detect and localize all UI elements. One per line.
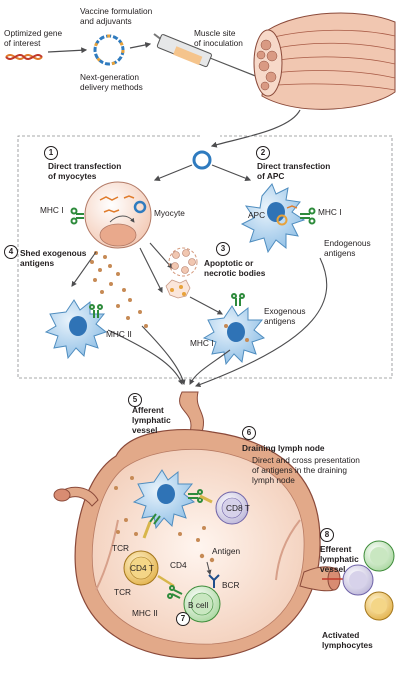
- label-mhc2-node: MHC II: [132, 608, 158, 618]
- plasmid-icon: [93, 34, 125, 66]
- mhc1-receptor-myocyte: [70, 207, 84, 225]
- bcr-receptor: [208, 574, 220, 588]
- myocyte-to-apoptotic-arrow: [149, 242, 173, 269]
- mhc2-receptor-left: [89, 304, 103, 318]
- label-antigen: Antigen: [212, 546, 241, 556]
- step-number-2: 2: [256, 146, 270, 160]
- shed-antigen-particles: [90, 251, 148, 328]
- plasmid-center-icon: [192, 150, 212, 170]
- label-tcr-bottom: TCR: [114, 587, 132, 597]
- mhc2-receptor-bcell: [167, 585, 183, 599]
- plasmid-to-apc-arrow: [211, 164, 252, 182]
- left-apc-to-vessel-arrow: [107, 329, 184, 386]
- cd8-tcr-contact: [199, 494, 213, 504]
- label-mhc1-right: MHC I: [190, 338, 214, 348]
- label-cd4t: CD4 T: [130, 563, 154, 573]
- label-exogenous: Exogenous antigens: [264, 306, 306, 326]
- cd4-t-cell: [123, 550, 159, 586]
- gene-to-plasmid-arrow: [47, 47, 88, 54]
- muscle-to-plasmid-arrow: [210, 109, 301, 148]
- mhc1-receptor-apc: [300, 207, 316, 225]
- afferent-lymphatic-vessel: [179, 391, 204, 433]
- node-mhc-receptors: [149, 489, 203, 525]
- cd8-t-cell: [215, 491, 249, 525]
- node-apc-cell: [132, 469, 196, 530]
- endogenous-to-vessel-arrow: [194, 257, 328, 388]
- apc-mhc2-cell: [44, 299, 108, 360]
- label-mhc2-left: MHC II: [106, 329, 132, 339]
- activated-lymphocyte-green: [363, 540, 395, 572]
- label-tcr-top: TCR: [112, 543, 130, 553]
- step-number-6: 6: [242, 426, 256, 440]
- plasmid-to-myocyte-arrow: [153, 164, 193, 181]
- b-cell: [183, 585, 221, 623]
- apoptotic-body: [168, 247, 198, 277]
- antigen-particles-node: [114, 476, 215, 563]
- left-vessel-stub: [53, 486, 99, 507]
- gene-icon: [5, 54, 43, 60]
- label-optimized-gene: Optimized gene of interest: [4, 28, 63, 48]
- apc-exogenous-cell: [202, 305, 266, 366]
- step-number-8: 8: [320, 528, 334, 542]
- antigen-to-bcr-arrow: [206, 561, 212, 575]
- label-mhc1-myocyte: MHC I: [40, 205, 64, 215]
- step-title-1: Direct transfection of myocytes: [48, 161, 122, 181]
- activated-lymphocyte-yellow: [364, 591, 394, 621]
- syringe-icon: [153, 33, 259, 78]
- step-title-3: Apoptotic or necrotic bodies: [204, 258, 266, 278]
- cd4-tcr-contact: [142, 521, 152, 539]
- step-number-3: 3: [216, 242, 230, 256]
- label-next-generation: Next-generation delivery methods: [80, 72, 143, 92]
- label-apc: APC: [248, 210, 266, 220]
- label-bcr: BCR: [222, 580, 240, 590]
- bodies-to-apc-arrow: [189, 296, 223, 315]
- label-cross-presentation: Direct and cross presentation of antigen…: [252, 455, 360, 485]
- antigens-to-vessel-arrow: [141, 325, 186, 386]
- label-cd8t: CD8 T: [226, 503, 250, 513]
- myocyte-cell: [84, 181, 152, 249]
- step-number-7: 7: [176, 612, 190, 626]
- step-title-5: Afferent lymphatic vessel: [132, 405, 171, 435]
- mhc-receptor-right: [231, 293, 245, 306]
- step-number-1: 1: [44, 146, 58, 160]
- right-apc-to-vessel-arrow: [189, 349, 231, 385]
- activated-lymphocyte-purple: [342, 564, 374, 596]
- label-myocyte: Myocyte: [154, 208, 185, 218]
- step-title-4: Shed exogenous antigens: [20, 248, 87, 268]
- apc-cell: [240, 183, 306, 254]
- step-number-4: 4: [4, 245, 18, 259]
- label-activated-lymphocytes: Activated lymphocytes: [322, 630, 373, 650]
- myocyte-to-shed-arrow: [71, 251, 97, 287]
- myocyte-to-necrotic-arrow: [139, 247, 163, 293]
- label-cd4: CD4: [170, 560, 187, 570]
- label-mhc1-apc: MHC I: [318, 207, 342, 217]
- step-title-2: Direct transfection of APC: [257, 161, 331, 181]
- label-muscle-site: Muscle site of inoculation: [194, 28, 243, 48]
- cd4-b-cell-contact: [157, 574, 175, 588]
- step-title-6: Draining lymph node: [242, 443, 325, 453]
- inoculation-site-box: [17, 135, 393, 379]
- plasmid-to-syringe-arrow: [129, 41, 152, 49]
- label-vaccine-formulation: Vaccine formulation and adjuvants: [80, 6, 153, 26]
- step-number-5: 5: [128, 393, 142, 407]
- necrotic-body: [165, 279, 191, 299]
- label-b-cell: B cell: [188, 600, 209, 610]
- label-endogenous: Endogenous antigens: [324, 238, 371, 258]
- muscle-icon: [253, 12, 396, 110]
- step-title-8: Efferent lymphatic vessel: [320, 544, 359, 574]
